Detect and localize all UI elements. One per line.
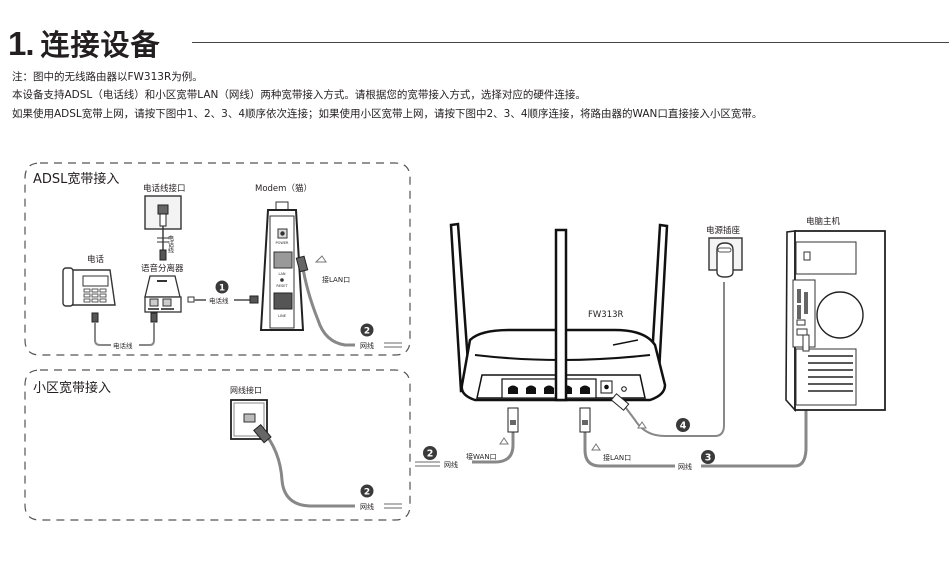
modem-label: Modem（猫） (255, 183, 312, 194)
wan-cable-label: 网线 (444, 460, 458, 469)
intro-note: 注：图中的无线路由器以FW313R为例。 (12, 71, 203, 83)
lan-hint: 接LAN口 (603, 453, 631, 462)
power-outlet (708, 237, 743, 278)
wan-hint: 接WAN口 (466, 452, 497, 461)
intro-line-2: 本设备支持ADSL（电话线）和小区宽带LAN（网线）两种宽带接入方式。请根据您的… (12, 89, 586, 101)
lan-cable-label: 网线 (678, 462, 692, 471)
step-4-badge: 4 (676, 418, 690, 432)
router-model-label: FW313R (588, 310, 624, 320)
adsl-region-title: ADSL宽带接入 (33, 171, 119, 187)
svg-text:LINE: LINE (278, 314, 286, 318)
connection-diagram: ADSL宽带接入 电话线接口 电话线 电话 语音分离器 电话线 (24, 162, 886, 521)
phone-label: 电话 (87, 254, 105, 265)
lan-region-border (24, 369, 411, 521)
modem-device: POWER LAN RESET LINE (259, 201, 305, 331)
step1-cable-label: 电话线 (209, 296, 229, 305)
voice-splitter (144, 275, 182, 313)
step-2-badge-lan: 2 (360, 484, 374, 498)
heading-title: 连接设备 (40, 28, 161, 62)
computer-label: 电脑主机 (806, 216, 841, 227)
svg-text:3: 3 (705, 453, 712, 464)
heading-rule (192, 42, 949, 43)
power-outlet-label: 电源插座 (706, 225, 741, 236)
svg-text:2: 2 (364, 327, 370, 337)
phone-wall-jack (144, 195, 182, 230)
router-device (449, 222, 669, 402)
telephone-icon (62, 267, 116, 307)
section-heading: 1. 连接设备 (8, 22, 161, 64)
lan-region-title: 小区宽带接入 (33, 380, 111, 396)
adsl-region-border (24, 162, 411, 356)
svg-text:POWER: POWER (276, 241, 290, 245)
step-2-badge-wan: 2 (423, 446, 437, 460)
svg-text:LAN: LAN (278, 272, 285, 276)
step2-adsl-cable-label: 网线 (360, 341, 374, 350)
svg-text:1: 1 (219, 284, 225, 294)
modem-lan-hint: 接LAN口 (322, 275, 350, 284)
heading-number: 1 (8, 25, 26, 62)
ethernet-jack-label: 网线接口 (230, 385, 262, 395)
phone-jack-label: 电话线接口 (143, 183, 186, 194)
intro-line-3: 如果使用ADSL宽带上网，请按下图中1、2、3、4顺序依次连接；如果使用小区宽带… (12, 108, 763, 120)
svg-text:4: 4 (680, 421, 687, 432)
step-2-badge-adsl: 2 (360, 323, 374, 337)
svg-text:2: 2 (427, 449, 434, 460)
step2-lan-cable-label: 网线 (360, 502, 374, 511)
svg-text:RESET: RESET (276, 284, 288, 288)
vertical-cable-label: 电话线 (167, 234, 174, 253)
svg-text:2: 2 (364, 488, 370, 498)
step-3-badge: 3 (701, 450, 715, 464)
phone-cable-label: 电话线 (113, 341, 133, 350)
step-1-badge: 1 (215, 280, 229, 294)
heading-dot: . (25, 25, 35, 62)
splitter-label: 语音分离器 (141, 263, 184, 274)
computer-tower (785, 230, 886, 413)
